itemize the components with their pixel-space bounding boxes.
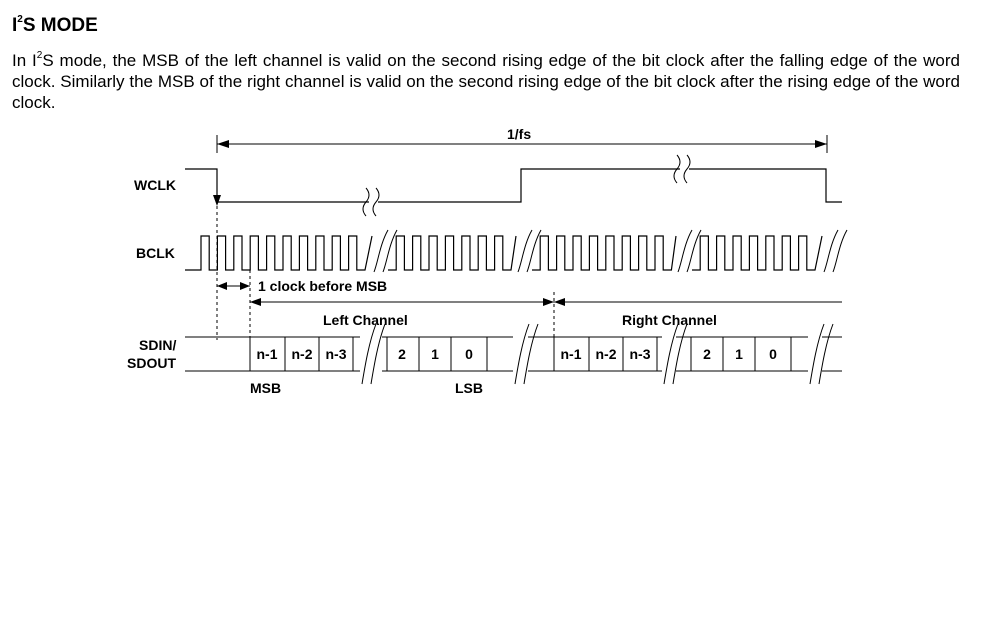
wclk-break-right-a [673,154,681,184]
right-bit-0: 0 [769,346,777,362]
sdout-label: SDOUT [127,355,176,371]
period-label: 1/fs [507,126,531,142]
bclk-waveform [185,229,848,273]
bclk-break-4-2 [832,229,848,273]
wclk-break-left-b [372,187,380,217]
wclk-break-left-a [362,187,370,217]
left-bit-n-3: n-3 [326,346,347,362]
delay-arrow-right-head [240,282,250,290]
heading-text-suffix: S MODE [22,15,98,36]
description-text: In I [12,51,37,70]
bclk-break-4-1 [823,229,839,273]
right-bit-n-3: n-3 [630,346,651,362]
bclk-break-1-2 [382,229,398,273]
msb-label: MSB [250,380,281,396]
right-channel-label: Right Channel [622,312,717,328]
bclk-segment-4 [692,235,823,271]
delay-label: 1 clock before MSB [258,278,387,294]
wclk-edge-arrow [213,195,221,206]
bclk-label: BCLK [136,245,175,261]
bclk-segment-1 [185,235,373,271]
bus-break-2-2 [523,323,539,385]
heading-text: I [12,15,18,36]
description-text-rest: S mode, the MSB of the left channel is v… [12,51,960,112]
section-heading: I2S MODE [12,14,98,38]
wclk-waveform [185,168,842,203]
bus-break-2-1 [514,323,530,385]
left-bit-n-2: n-2 [292,346,313,362]
bclk-break-1-1 [373,229,389,273]
bclk-break-3-1 [677,229,693,273]
bus-break-1-2 [370,323,386,385]
description-superscript: 2 [36,50,43,61]
wclk-label: WCLK [134,177,176,193]
left-span-head-right [543,298,554,306]
left-channel-label: Left Channel [323,312,408,328]
lsb-label: LSB [455,380,483,396]
description-paragraph: In I2S mode, the MSB of the left channel… [12,50,960,113]
right-bit-n-2: n-2 [596,346,617,362]
right-bit-n-1: n-1 [561,346,582,362]
wclk-break-right-b [683,154,691,184]
left-bit-1: 1 [431,346,439,362]
right-span-head-left [554,298,565,306]
right-bit-1: 1 [735,346,743,362]
sdin-label: SDIN/ [139,337,176,353]
period-arrow-left-head [217,140,229,148]
left-bit-n-1: n-1 [257,346,278,362]
bclk-break-2-2 [526,229,542,273]
bus-break-3-1 [663,323,679,385]
delay-arrow-left-head [217,282,227,290]
left-span-head-left [250,298,261,306]
period-arrow-right-head [815,140,827,148]
bclk-break-2-1 [517,229,533,273]
bus-break-4-2 [818,323,834,385]
right-bit-2: 2 [703,346,711,362]
bclk-break-3-2 [686,229,702,273]
left-bit-2: 2 [398,346,406,362]
bclk-segment-3 [532,235,677,271]
heading-superscript: 2 [17,14,23,25]
bus-break-1-1 [361,323,377,385]
left-bit-0: 0 [465,346,473,362]
sdin-bus [185,323,842,385]
bus-break-4-1 [809,323,825,385]
bclk-segment-2 [388,235,517,271]
bus-break-3-2 [672,323,688,385]
